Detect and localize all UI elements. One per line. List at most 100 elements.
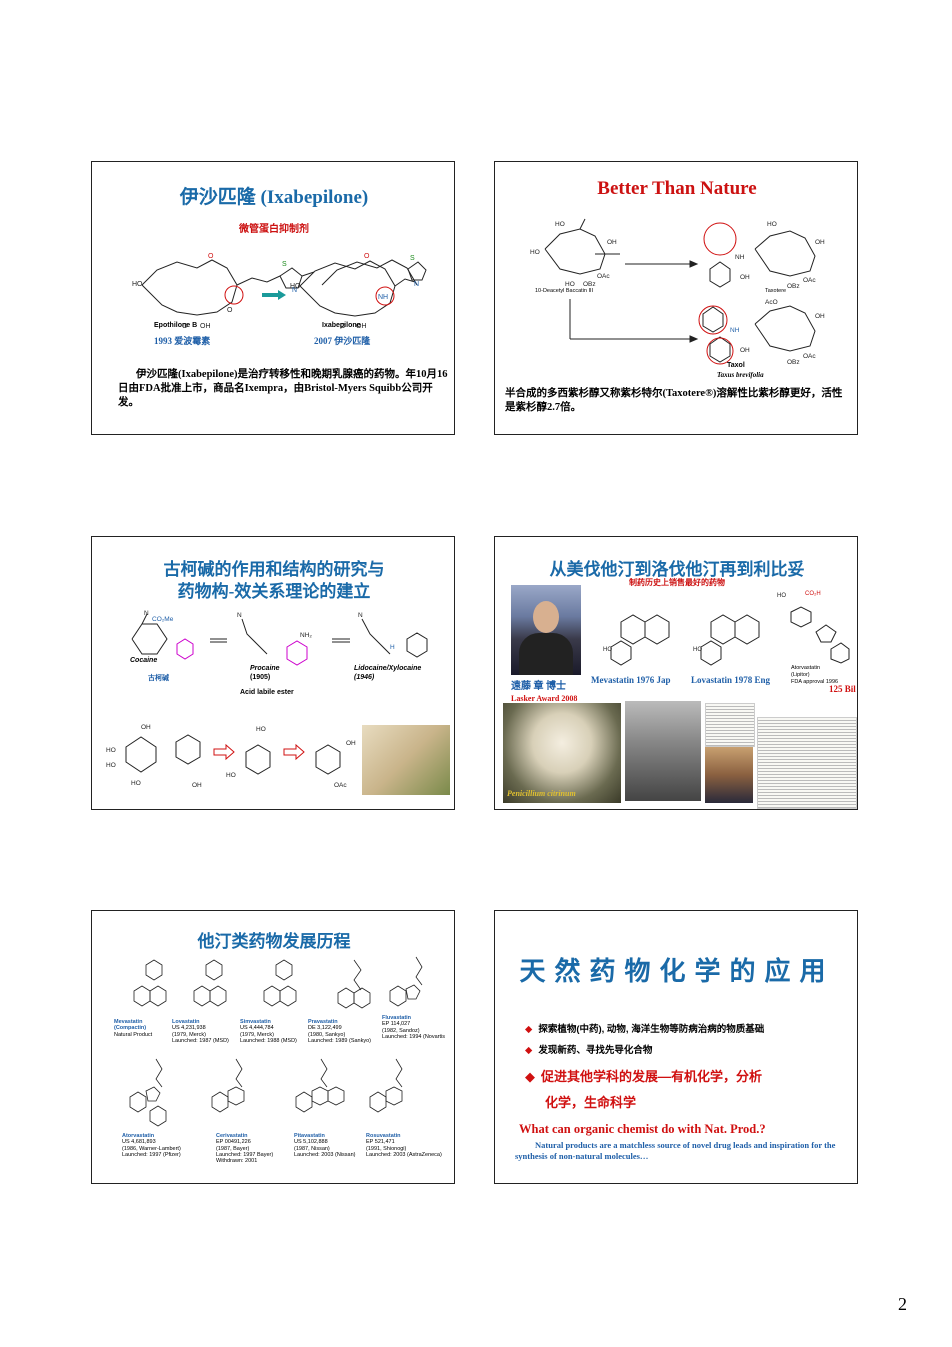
cocaine-cn-label: 古柯碱 [148,674,169,682]
procaine-year: (1905) [250,674,271,681]
svg-text:OH: OH [740,274,750,281]
lidocaine-year: (1946) [354,674,375,681]
svg-text:OH: OH [141,724,151,731]
slide-statin-history: 从美伐他汀到洛伐他汀再到利比妥 制药历史上销售最好的药物 遠藤 章 博士 Las… [494,536,858,810]
drug-name: Fluvastatin [382,1015,412,1021]
lasker-award: Lasker Award 2008 [511,694,578,703]
drug-name: Cerivastatin [216,1133,248,1139]
svg-text:HO: HO [256,726,266,733]
drug-info: US 4,681,893 (1986, Warner-Lambert) Laun… [122,1139,181,1158]
mevastatin-label: Mevastatin 1976 Jap [591,675,671,685]
statin-row2-names: Atorvastatin US 4,681,893 (1986, Warner-… [122,1133,452,1177]
slide2-title: Better Than Nature [597,178,757,199]
svg-text:OH: OH [815,239,825,246]
epothilone-year: 1993 爱波霉素 [154,336,211,346]
slide3-title-line2: 药物构-效关系理论的建立 [177,582,371,601]
slide3-title-line1: 古柯碱的作用和结构的研究与 [163,560,385,579]
svg-text:HO: HO [290,283,301,290]
epothilone-label: Epothilone B [154,322,198,329]
slide4-subtitle: 制药历史上销售最好的药物 [629,578,725,587]
svg-text:OH: OH [815,313,825,320]
svg-text:HO: HO [767,221,777,228]
acid-labile-label: Acid labile ester [240,689,294,696]
svg-text:OBz: OBz [787,359,800,366]
svg-text:S: S [282,261,287,268]
article-clipping [757,717,857,809]
question-line: What can organic chemist do with Nat. Pr… [519,1122,766,1136]
note-line: Natural products are a matchless source … [515,1140,836,1162]
svg-text:OH: OH [607,239,617,246]
svg-text:CO₂H: CO₂H [805,591,821,597]
svg-text:HO: HO [693,647,702,653]
ixabepilone-label: Ixabepilone [322,322,361,329]
slide4-title: 从美伐他汀到洛伐他汀再到利比妥 [549,560,805,579]
bullet-3-cont: 化学，生命科学 [545,1092,636,1111]
svg-text:AcO: AcO [765,299,778,306]
bullet-1: ◆探索植物(中药), 动物, 海洋生物等防病治病的物质基础 [525,1024,765,1035]
svg-text:OH: OH [346,740,356,747]
article-clipping-left [705,703,755,747]
taxus-label: Taxus brevifolia [717,371,764,379]
drug-info: EP 521,471 (1991, Shionogi) Launched: 20… [366,1139,442,1158]
slide-cocaine-sar: 古柯碱的作用和结构的研究与 药物构-效关系理论的建立 CO₂Me N N NH₂… [91,536,455,810]
drug-info: US 4,231,938 (1979, Merck) Launched: 198… [172,1025,229,1044]
mushroom-photo: Penicillium citrinum [503,703,621,803]
lidocaine-label: Lidocaine/Xylocaine [354,665,422,672]
svg-text:HO: HO [226,772,236,779]
svg-text:NH: NH [378,294,388,301]
svg-text:HO: HO [555,221,565,228]
svg-text:H: H [390,644,395,651]
svg-text:HO: HO [777,593,786,599]
fda-label: FDA approval 1996 [791,679,839,685]
bullet-2-text: 发现新药、寻找先导化合物 [538,1045,653,1056]
drug-name: Simvastatin [240,1019,271,1025]
slide1-subtitle: 微管蛋白抑制剂 [239,224,309,235]
svg-text:OH: OH [740,347,750,354]
endo-portrait [511,585,581,675]
svg-text:O: O [182,323,188,330]
svg-text:S: S [410,255,415,262]
svg-text:HO: HO [530,249,540,256]
svg-text:OBz: OBz [787,283,800,290]
svg-text:OAc: OAc [334,782,347,789]
slide-statin-development: 他汀类药物发展历程 Mevastatin (Compactin) Natural… [91,910,455,1184]
ixabepilone-structures: HO O OH O S N O [132,253,418,330]
slide-ixabepilone: 伊沙匹隆 (Ixabepilone) 微管蛋白抑制剂 HO O OH O S N… [91,161,455,435]
drug-name: Pravastatin [308,1019,338,1025]
statin-row1-structures [133,956,423,1009]
lovastatin-label: Lovastatin 1978 Eng [691,675,771,685]
svg-text:OAc: OAc [803,353,816,360]
svg-text:N: N [237,612,242,619]
statin-structures: HO HO CO₂H HO [603,591,850,666]
drug-info: Natural Product [114,1031,153,1038]
svg-text:HO: HO [106,747,116,754]
slide-better-than-nature: Better Than Nature HO H [494,161,858,435]
bullet-2: ◆发现新药、寻找先导化合物 [525,1045,653,1056]
svg-text:O: O [208,253,214,260]
ixabepilone-year: 2007 伊沙匹隆 [314,336,371,346]
ixabepilone-molecule: HO NH O OH O S N [290,253,427,330]
reaction-arrow [262,290,286,300]
taxane-structures: HO HO OH HO OBz OAc NH OH HO OH OBz OAc … [530,218,825,366]
svg-text:NH: NH [735,254,745,261]
baccatin-label: 10-Deacetyl Baccatin III [535,288,594,294]
svg-text:HO: HO [565,281,575,288]
svg-text:OH: OH [356,323,367,330]
svg-text:OAc: OAc [597,273,610,280]
svg-text:HO: HO [603,647,612,653]
svg-text:HO: HO [106,762,116,769]
bullet-3: ◆促进其他学科的发展—有机化学，分析 [525,1069,763,1084]
svg-text:CO₂Me: CO₂Me [152,616,174,623]
lab-photo [625,701,701,801]
drug-name: Mevastatin (Compactin) [114,1019,147,1032]
svg-text:N: N [414,281,419,288]
slide2-body: 半合成的多西紫杉醇又称紫杉特尔(Taxotere®)溶解性比紫杉醇更好，活性是紫… [505,388,843,414]
svg-text:N: N [358,612,363,619]
taxol-label: Taxol [727,362,745,369]
sales-label: 125 Bil [829,684,856,694]
slide5-title: 他汀类药物发展历程 [197,932,351,951]
svg-text:HO: HO [132,281,143,288]
drug-name: Rosuvastatin [366,1133,401,1139]
slide1-title: 伊沙匹隆 (Ixabepilone) [179,187,369,208]
drug-name: Lovastatin [172,1019,200,1025]
